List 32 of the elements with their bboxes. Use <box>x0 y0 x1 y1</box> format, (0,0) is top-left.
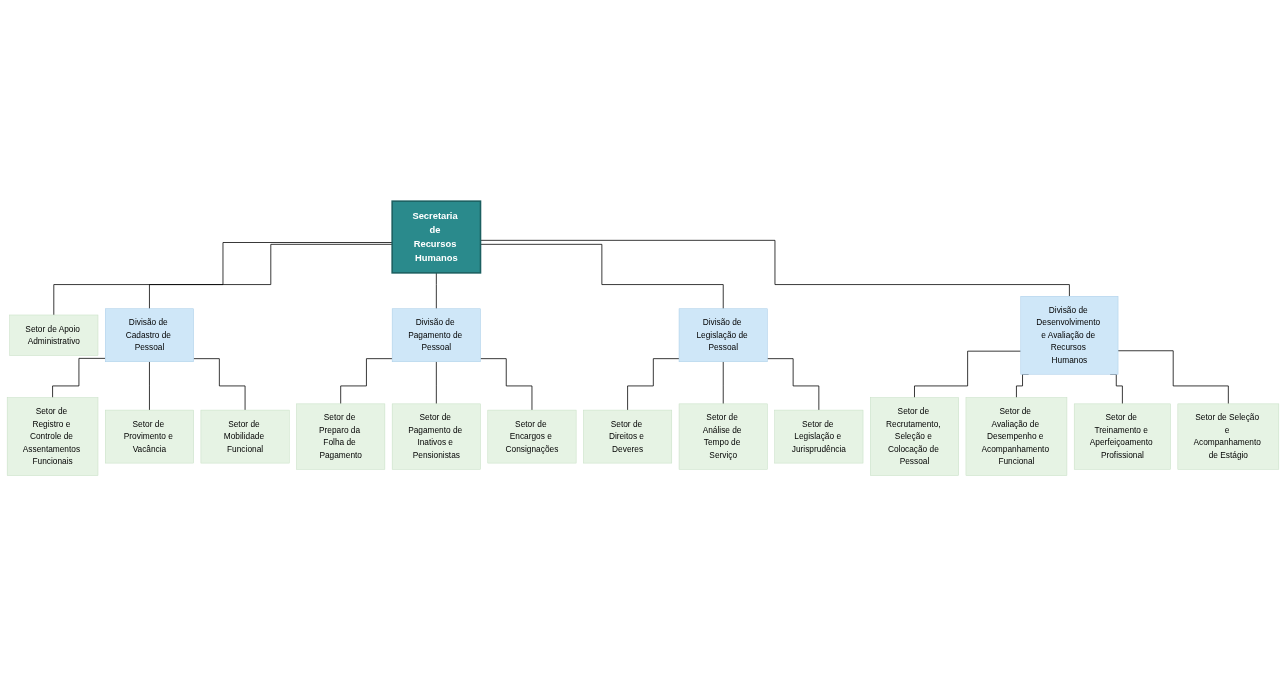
connector <box>340 358 393 405</box>
connector <box>767 358 820 411</box>
connector <box>480 240 1070 297</box>
node-box: Setor de Pagamento de Inativos e Pensionistas <box>391 403 481 470</box>
node-box: Setor de Seleção e Acompanhamento de Estágio <box>1177 403 1280 470</box>
node-box: Divisão de Desenvolvimento e Avaliação de Recursos Humanos <box>1020 296 1119 375</box>
connector <box>149 244 393 310</box>
node-box: Setor de Encargos e Consignações <box>487 409 577 464</box>
node-box: Divisão de Legislação de Pessoal <box>678 308 768 363</box>
node-box: Secretaria de Recursos Humanos <box>391 200 482 274</box>
node-box: Setor de Mobilidade Funcional <box>200 409 290 464</box>
connector <box>914 350 1022 399</box>
node-box: Setor de Registro e Controle de Assentamentos Funcionais <box>6 397 99 476</box>
connector <box>53 242 393 316</box>
connector <box>149 361 150 411</box>
node-box: Setor de Provimento e Vacância <box>105 409 194 464</box>
connector <box>627 358 680 411</box>
node-box: Setor de Treinamento e Aperfeiçoamento Profissional <box>1073 403 1171 470</box>
connector <box>52 358 106 399</box>
node-box: Setor de Direitos e Deveres <box>583 409 673 464</box>
node-box: Setor de Legislação e Jurisprudência <box>774 409 864 464</box>
node-box: Divisão de Cadastro de Pessoal <box>105 308 194 363</box>
node-box: Setor de Análise de Tempo de Serviço <box>678 403 768 470</box>
connector <box>480 244 724 310</box>
node-box: Setor de Preparo da Folha de Pagamento <box>296 403 386 470</box>
node-box: Setor de Apoio Administrativo <box>9 314 99 356</box>
node-box: Setor de Avaliação de Desempenho e Acompanhamento Funcional <box>965 397 1068 476</box>
connector <box>1117 350 1229 405</box>
connector <box>193 358 246 411</box>
node-box: Setor de Recrutamento, Seleção e Colocação de Pessoal <box>870 397 959 476</box>
node-box: Divisão de Pagamento de Pessoal <box>391 308 481 363</box>
connector <box>480 358 533 411</box>
